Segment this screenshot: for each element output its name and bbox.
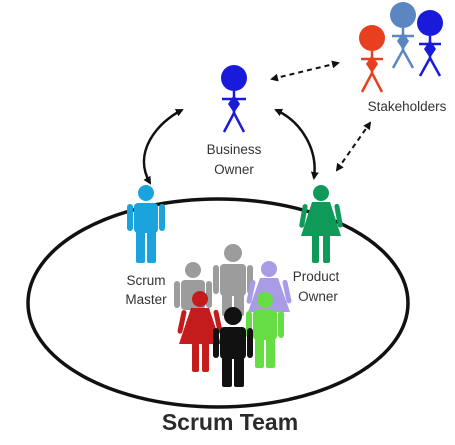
team-member-black-icon — [213, 307, 253, 387]
team-member-gray-center-icon — [213, 244, 253, 316]
scrum-master-label-line2: Master — [125, 292, 167, 307]
scrum-master-icon — [127, 185, 165, 263]
business-owner-label-line2: Owner — [214, 162, 254, 177]
product-owner-label-line2: Owner — [298, 289, 338, 304]
business-owner-label-line1: Business — [207, 142, 262, 157]
arrow-scrum-master-business-owner — [142, 108, 184, 185]
stakeholders-label: Stakeholders — [368, 99, 447, 114]
stakeholder-red-icon — [359, 25, 385, 93]
stakeholder-steel-icon — [390, 2, 416, 69]
product-owner-label-line1: Product — [293, 269, 340, 284]
scrum-team-boundary — [26, 197, 410, 409]
scrum-master-label-line1: Scrum — [126, 273, 165, 288]
team-member-red-icon — [177, 291, 223, 372]
team-member-green-icon — [246, 292, 284, 368]
arrow-product-owner-stakeholders — [335, 121, 372, 172]
arrow-business-owner-stakeholders — [270, 60, 340, 82]
product-owner-icon — [299, 185, 343, 263]
stakeholder-blue-icon — [417, 10, 443, 77]
business-owner-icon — [221, 65, 247, 133]
scrum-team-title: Scrum Team — [162, 409, 298, 435]
arrow-business-owner-product-owner — [274, 108, 319, 180]
